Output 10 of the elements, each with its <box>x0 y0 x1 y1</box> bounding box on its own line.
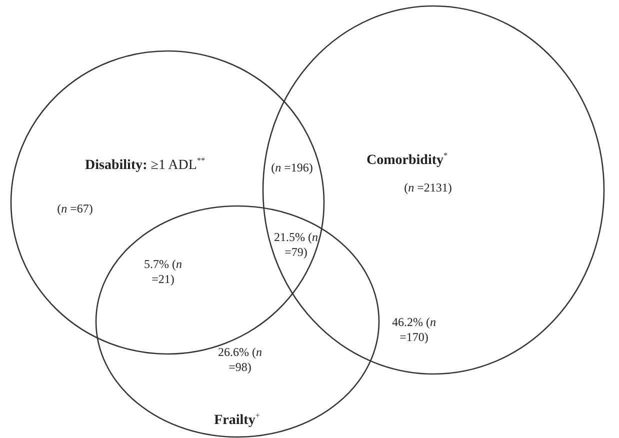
set-title: Disability: ≥1 ADL$^{**}$ <box>85 156 205 174</box>
region-count: 21.5% (n =79) <box>273 230 319 260</box>
region-count: (n =196) <box>270 160 314 176</box>
region-count: 5.7% (n =21) <box>143 257 183 287</box>
region-count: 46.2% (n =170) <box>391 315 437 345</box>
region-count: (n =2131) <box>403 180 453 196</box>
region-count: 26.6% (n =98) <box>217 345 263 375</box>
set-title: Comorbidity$^{*}$ <box>366 151 448 169</box>
set-title: Frailty$^{+}$ <box>214 411 260 429</box>
region-count: (n =67) <box>56 202 94 216</box>
